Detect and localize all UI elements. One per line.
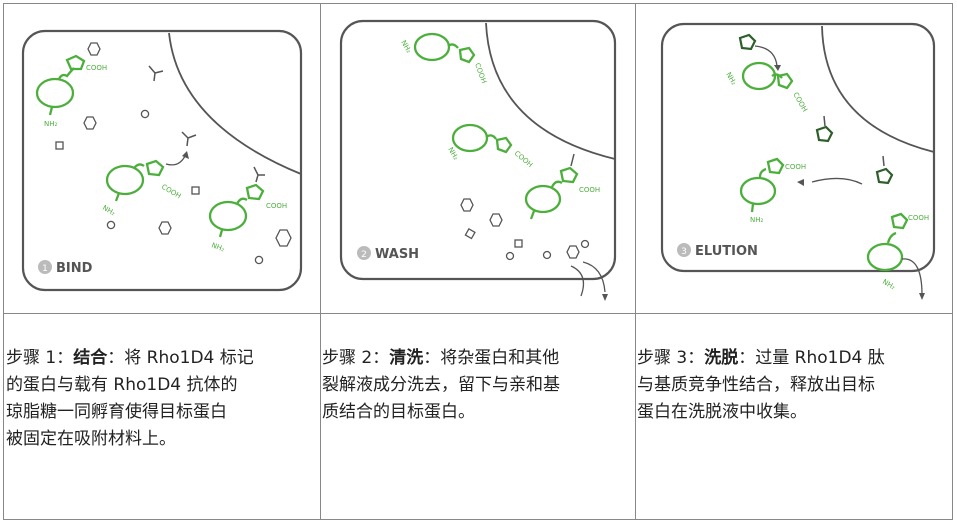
step-prefix: 步骤 1： [6, 348, 74, 368]
separator: ： [423, 348, 441, 368]
separator: ： [107, 348, 125, 368]
bound-target-protein [741, 61, 794, 91]
description-line: 琼脂糖一同孵育使得目标蛋白 [6, 402, 227, 422]
step-label: BIND [56, 261, 93, 276]
panel-elution: COOH NH₂ COOH NH₂ COOH NH₂ [636, 4, 953, 316]
nh2-label: NH₂ [750, 216, 764, 224]
description-bind: 步骤 1：结合：将 Rho1D4 标记 的蛋白与载有 Rho1D4 抗体的 琼脂… [6, 345, 318, 453]
antibody-icons [823, 115, 885, 167]
nh2-label: NH₂ [44, 120, 58, 128]
panel-frame [660, 22, 936, 273]
antibody-icons [148, 65, 265, 183]
bound-target-protein [208, 183, 265, 238]
description-wash: 步骤 2：清洗：将杂蛋白和其他 裂解液成分洗去，留下与亲和基 质结合的目标蛋白。 [322, 345, 634, 426]
antibody-icons [570, 153, 575, 167]
agarose-bead-edge [168, 32, 302, 175]
rho1d4-peptides [738, 33, 894, 185]
arrow-head [602, 294, 608, 301]
nh2-label: NH₂ [881, 278, 897, 292]
description-text: 将 Rho1D4 标记 [124, 348, 254, 368]
arrow-head [919, 293, 925, 300]
arrow-head [797, 179, 804, 186]
column-divider [635, 4, 636, 519]
bound-target-protein [413, 32, 476, 64]
target-protein [35, 54, 86, 116]
released-target-protein [739, 157, 785, 213]
elution-arrow [901, 258, 923, 296]
released-target-protein [866, 212, 909, 272]
bound-target-protein [524, 166, 579, 220]
description-line: 步骤 2：清洗：将杂蛋白和其他 [322, 345, 634, 372]
description-line: 质结合的目标蛋白。 [322, 402, 475, 422]
step-label: ELUTION [695, 244, 758, 259]
description-text: 过量 Rho1D4 肽 [755, 348, 885, 368]
cooh-label: COOH [266, 202, 287, 210]
cooh-label: COOH [86, 64, 107, 72]
target-protein [105, 159, 165, 202]
step-prefix: 步骤 3： [637, 348, 705, 368]
bind-illustration: COOH NH₂ COOH NH₂ COOH NH₂ [21, 29, 303, 292]
panel-frame [21, 29, 303, 292]
description-line: 被固定在吸附材料上。 [6, 429, 176, 449]
step-badge: 2 WASH [357, 246, 419, 262]
wash-arrow [570, 265, 585, 297]
description-elution: 步骤 3：洗脱：过量 Rho1D4 肽 与基质竞争性结合，释放出目标 蛋白在洗脱… [637, 345, 951, 426]
wash-arrow [582, 261, 606, 293]
arrow-head [774, 65, 781, 71]
step-title: 结合 [73, 348, 108, 368]
arrow-head [182, 151, 189, 159]
bound-target-protein [451, 123, 513, 154]
description-line: 蛋白在洗脱液中收集。 [637, 402, 807, 422]
cooh-label: COOH [908, 214, 929, 222]
panel-wash: COOH NH₂ COOH NH₂ COOH [321, 4, 635, 316]
description-text: 将杂蛋白和其他 [440, 348, 560, 368]
step-badge: 1 BIND [38, 260, 93, 276]
elution-illustration: COOH NH₂ COOH NH₂ COOH NH₂ [660, 22, 936, 300]
step-number: 1 [42, 264, 48, 274]
description-line: 与基质竞争性结合，释放出目标 [637, 375, 875, 395]
step-number: 2 [361, 250, 367, 260]
agarose-bead-edge [485, 22, 616, 160]
description-line: 步骤 3：洗脱：过量 Rho1D4 肽 [637, 345, 951, 372]
wash-illustration: COOH NH₂ COOH NH₂ COOH [339, 19, 617, 301]
cooh-label: COOH [579, 186, 600, 194]
agarose-bead-edge [821, 25, 935, 153]
figure-table: COOH NH₂ COOH NH₂ COOH NH₂ [3, 3, 953, 520]
cooh-label: COOH [785, 163, 806, 171]
row-divider [4, 313, 952, 314]
release-arrow [811, 177, 863, 185]
step-number: 3 [681, 247, 687, 257]
impurity-shapes [55, 42, 292, 265]
step-label: WASH [375, 247, 419, 262]
impurity-shapes [460, 198, 590, 261]
column-divider [320, 4, 321, 519]
peptide-arrow [754, 45, 778, 67]
panel-bind: COOH NH₂ COOH NH₂ COOH NH₂ [4, 4, 320, 316]
step-title: 清洗 [389, 348, 424, 368]
separator: ： [738, 348, 756, 368]
step-title: 洗脱 [704, 348, 739, 368]
description-line: 裂解液成分洗去，留下与亲和基 [322, 375, 560, 395]
description-line: 步骤 1：结合：将 Rho1D4 标记 [6, 345, 318, 372]
step-prefix: 步骤 2： [322, 348, 390, 368]
step-badge: 3 ELUTION [677, 243, 758, 259]
description-line: 的蛋白与载有 Rho1D4 抗体的 [6, 375, 238, 395]
